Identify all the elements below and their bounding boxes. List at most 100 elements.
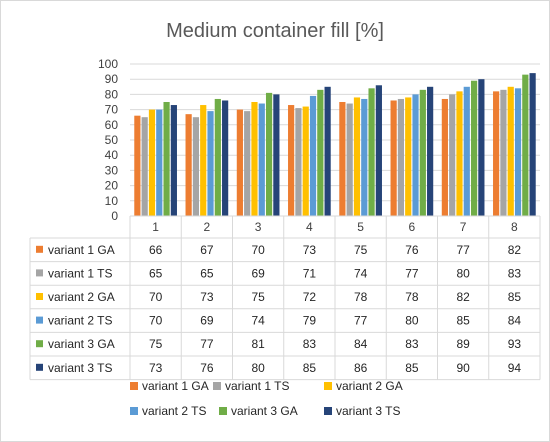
bar [236,109,243,216]
legend-swatch [324,407,332,415]
bar [500,89,507,216]
table-cell-value: 83 [303,337,317,351]
table-cell-value: 84 [354,337,368,351]
table-series-name: variant 3 TS [48,361,112,375]
table-legend-key [36,340,43,348]
bar [507,86,514,216]
bar [463,86,470,216]
bar [405,97,412,216]
bar [251,102,258,216]
x-tick-label: 2 [204,220,211,234]
table-cell-value: 77 [456,243,470,257]
legend-swatch [130,407,138,415]
y-tick-label: 50 [105,133,119,147]
legend-label: variant 3 TS [336,404,400,418]
table-cell-value: 81 [251,337,265,351]
legend-label: variant 1 GA [142,379,209,393]
bar [456,91,463,216]
bar [302,106,309,216]
bar [478,79,485,216]
x-tick-label: 6 [409,220,416,234]
table-cell-value: 78 [405,290,419,304]
table-cell-value: 74 [251,314,265,328]
bar [317,89,324,216]
bar [353,97,361,216]
bar [156,109,163,216]
y-tick-label: 90 [105,72,119,86]
table-cell-value: 67 [200,243,214,257]
x-tick-label: 5 [357,220,364,234]
table-series-name: variant 1 GA [48,243,115,257]
y-tick-label: 60 [105,118,119,132]
table-series-name: variant 2 GA [48,290,115,304]
bar [214,98,221,216]
table-cell-value: 69 [200,314,214,328]
table-cell-value: 74 [354,266,368,280]
table-cell-value: 70 [149,314,163,328]
table-cell-value: 80 [251,361,265,375]
y-tick-label: 20 [105,179,119,193]
legend-swatch [219,407,227,415]
bar [427,86,434,216]
bar [258,103,265,216]
bar [324,86,331,216]
bar [339,102,346,216]
table-cell-value: 75 [251,290,265,304]
table-cell-value: 65 [149,266,163,280]
table-cell-value: 69 [251,266,265,280]
table-cell-value: 71 [303,266,317,280]
table-cell-value: 85 [405,361,419,375]
y-tick-label: 40 [105,148,119,162]
legend-label: variant 1 TS [225,379,289,393]
bar [207,111,214,216]
bar [273,94,280,216]
legend-label: variant 3 GA [231,404,298,418]
table-cell-value: 77 [200,337,214,351]
table-cell-value: 65 [200,266,214,280]
table-cell-value: 73 [200,290,214,304]
table-cell-value: 80 [456,266,470,280]
table-legend-key [36,316,43,324]
bar [170,105,177,216]
bar [493,91,500,216]
table-cell-value: 85 [303,361,317,375]
table-cell-value: 90 [456,361,470,375]
y-tick-label: 0 [111,209,118,223]
table-cell-value: 73 [149,361,163,375]
table-cell-value: 85 [508,290,522,304]
table-legend-key [36,269,43,277]
table-legend-key [36,363,43,371]
table-cell-value: 77 [354,314,368,328]
table-cell-value: 77 [405,266,419,280]
bar [288,105,295,216]
y-tick-label: 10 [105,194,119,208]
x-tick-label: 1 [152,220,159,234]
table-cell-value: 82 [456,290,470,304]
table-cell-value: 70 [149,290,163,304]
table-cell-value: 70 [251,243,265,257]
bar [470,80,478,216]
table-cell-value: 80 [405,314,419,328]
table-cell-value: 66 [149,243,163,257]
bar [265,92,273,216]
bar [134,115,141,216]
bar [244,111,251,216]
table-cell-value: 75 [149,337,163,351]
table-cell-value: 83 [405,337,419,351]
bar [200,105,207,216]
bar [368,88,375,216]
table-series-name: variant 2 TS [48,314,112,328]
bar [346,103,353,216]
x-tick-label: 4 [306,220,313,234]
bar [514,88,522,216]
bar [148,109,156,216]
table-cell-value: 85 [456,314,470,328]
legend-swatch [213,382,221,390]
table-series-name: variant 1 TS [48,266,112,280]
y-tick-label: 30 [105,163,119,177]
bar [397,98,405,216]
chart-title: Medium container fill [%] [166,20,384,42]
legend-label: variant 2 TS [142,404,206,418]
y-tick-label: 70 [105,103,119,117]
table-cell-value: 76 [405,243,419,257]
